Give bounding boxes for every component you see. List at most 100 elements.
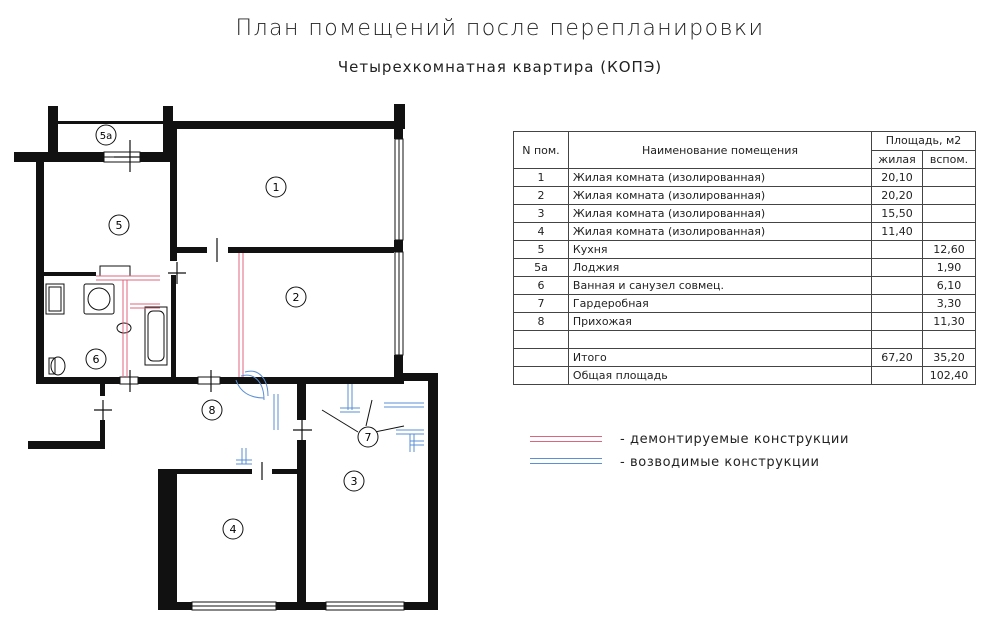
header-area: Площадь, м2 bbox=[871, 131, 976, 151]
rooms-table: N пом. Наименование помещения Площадь, м… bbox=[513, 131, 976, 385]
demolished-structures bbox=[96, 253, 244, 377]
table-row: Общая площадь 102,40 bbox=[513, 366, 976, 385]
svg-text:7: 7 bbox=[365, 431, 372, 444]
cell-aux bbox=[922, 168, 976, 187]
cell-living bbox=[871, 240, 923, 259]
cell-num: 5 bbox=[513, 240, 569, 259]
room-label-3: 3 bbox=[343, 470, 365, 492]
cell-name: Жилая комната (изолированная) bbox=[567, 168, 873, 187]
page-title: План помещений после перепланировки bbox=[235, 16, 765, 41]
legend-demolished-label: - демонтируемые конструкции bbox=[620, 432, 850, 447]
cell-num bbox=[513, 330, 569, 349]
header-living: жилая bbox=[871, 149, 923, 169]
cell-living: 20,20 bbox=[871, 186, 923, 205]
cell-name: Итого bbox=[567, 348, 873, 367]
cell-num: 2 bbox=[513, 186, 569, 205]
legend-demolished-line bbox=[530, 436, 602, 442]
cell-living: 11,40 bbox=[871, 222, 923, 241]
legend-erected-line bbox=[530, 458, 602, 464]
cell-living bbox=[871, 258, 923, 277]
cell-name: Жилая комната (изолированная) bbox=[567, 204, 873, 223]
windows bbox=[103, 138, 405, 611]
cell-aux bbox=[922, 222, 976, 241]
cell-name: Жилая комната (изолированная) bbox=[567, 186, 873, 205]
room-label-5: 5 bbox=[108, 214, 130, 236]
svg-text:1: 1 bbox=[273, 181, 280, 194]
header-aux: вспом. bbox=[922, 149, 976, 169]
room-labels: 1 2 3 4 5 5а 6 7 bbox=[85, 124, 379, 540]
cell-living: 67,20 bbox=[871, 348, 923, 367]
cell-aux bbox=[922, 186, 976, 205]
cell-num: 6 bbox=[513, 276, 569, 295]
cell-aux: 3,30 bbox=[922, 294, 976, 313]
svg-text:6: 6 bbox=[93, 353, 100, 366]
cell-aux: 35,20 bbox=[922, 348, 976, 367]
cell-aux bbox=[922, 330, 976, 349]
cell-num: 5а bbox=[513, 258, 569, 277]
cell-num: 3 bbox=[513, 204, 569, 223]
cell-num: 7 bbox=[513, 294, 569, 313]
svg-text:4: 4 bbox=[230, 523, 237, 536]
cell-living bbox=[871, 312, 923, 331]
cell-name: Прихожая bbox=[567, 312, 873, 331]
page-subtitle: Четырехкомнатная квартира (КОПЭ) bbox=[337, 58, 663, 76]
cell-aux: 102,40 bbox=[922, 366, 976, 385]
svg-text:5: 5 bbox=[116, 219, 123, 232]
cell-living bbox=[871, 330, 923, 349]
room-label-8: 8 bbox=[201, 399, 223, 421]
cell-name: Кухня bbox=[567, 240, 873, 259]
cell-name bbox=[567, 330, 873, 349]
cell-living bbox=[871, 294, 923, 313]
cell-living bbox=[871, 276, 923, 295]
cell-aux bbox=[922, 204, 976, 223]
cell-living: 15,50 bbox=[871, 204, 923, 223]
room-label-2: 2 bbox=[285, 286, 307, 308]
cell-name: Ванная и санузел совмец. bbox=[567, 276, 873, 295]
cell-num: 4 bbox=[513, 222, 569, 241]
room-label-5a: 5а bbox=[95, 124, 117, 146]
svg-text:8: 8 bbox=[209, 404, 216, 417]
erected-structures bbox=[235, 370, 424, 465]
header-name: Наименование помещения bbox=[567, 131, 873, 169]
cell-name: Общая площадь bbox=[567, 366, 873, 385]
header-num: N пом. bbox=[513, 131, 569, 169]
room-label-7: 7 bbox=[357, 426, 379, 448]
cell-name: Жилая комната (изолированная) bbox=[567, 222, 873, 241]
cell-name: Лоджия bbox=[567, 258, 873, 277]
floor-plan: 1 2 3 4 5 5а 6 7 bbox=[14, 104, 438, 611]
table-row bbox=[513, 330, 976, 349]
cell-num bbox=[513, 348, 569, 367]
cell-aux: 6,10 bbox=[922, 276, 976, 295]
cell-num: 8 bbox=[513, 312, 569, 331]
svg-text:5а: 5а bbox=[100, 131, 113, 142]
leader-lines bbox=[321, 399, 405, 433]
legend-erected-label: - возводимые конструкции bbox=[620, 455, 820, 470]
svg-text:2: 2 bbox=[293, 291, 300, 304]
cell-aux: 12,60 bbox=[922, 240, 976, 259]
cell-name: Гардеробная bbox=[567, 294, 873, 313]
svg-text:3: 3 bbox=[351, 475, 358, 488]
cell-num: 1 bbox=[513, 168, 569, 187]
cell-num bbox=[513, 366, 569, 385]
walls bbox=[14, 104, 438, 610]
room-label-4: 4 bbox=[222, 518, 244, 540]
cell-aux: 1,90 bbox=[922, 258, 976, 277]
door-marks bbox=[94, 140, 312, 480]
room-label-6: 6 bbox=[85, 348, 107, 370]
bathroom-fixtures bbox=[45, 265, 168, 376]
cell-aux: 11,30 bbox=[922, 312, 976, 331]
cell-living: 20,10 bbox=[871, 168, 923, 187]
cell-living bbox=[871, 366, 923, 385]
room-label-1: 1 bbox=[265, 176, 287, 198]
